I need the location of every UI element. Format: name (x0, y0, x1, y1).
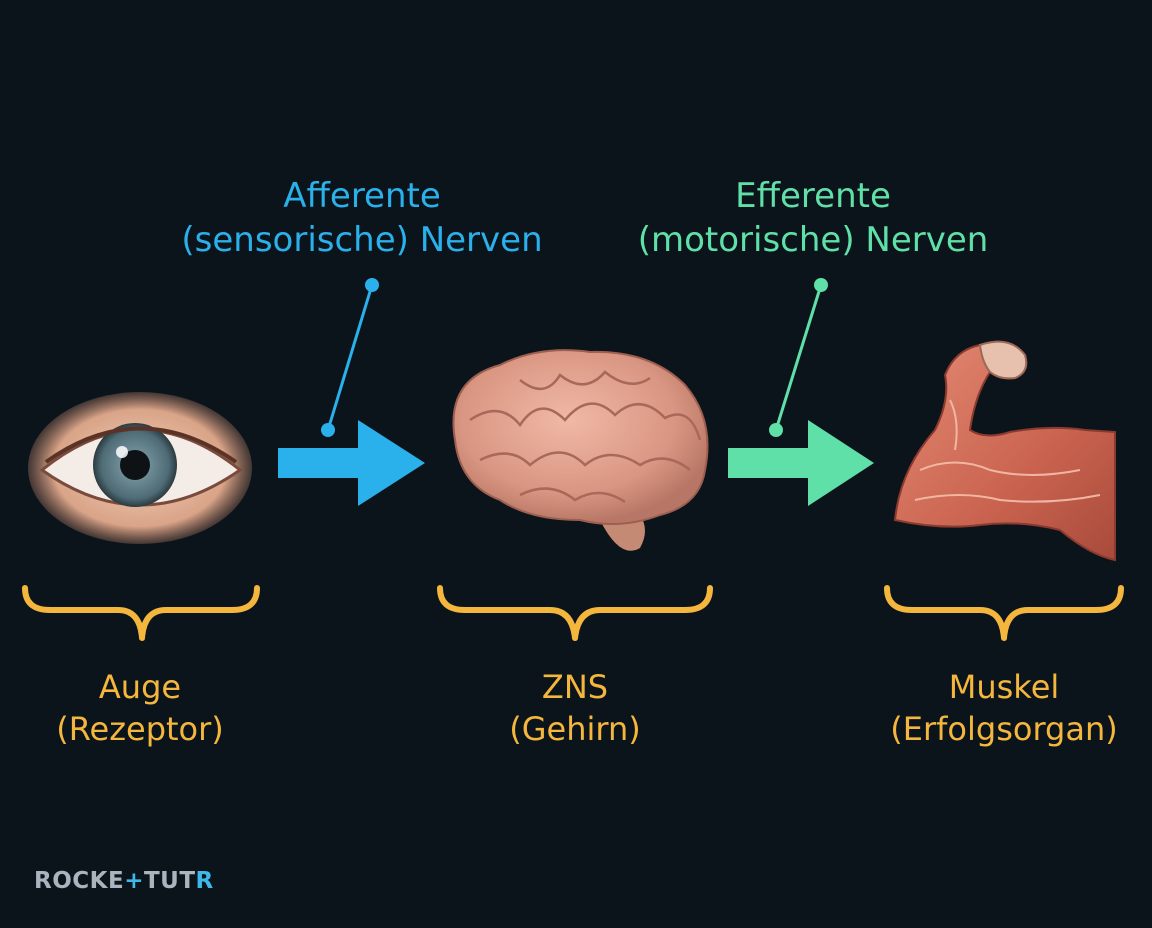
brand-logo: ROCKE+TUTR (34, 868, 214, 894)
flexed-arm-icon (893, 340, 1116, 562)
brace-muskel (884, 585, 1124, 641)
afferent-arrow (278, 420, 425, 506)
organ-label-muskel: Muskel (Erfolgsorgan) (890, 666, 1117, 750)
organ-name: Muskel (948, 668, 1060, 706)
efferent-label: Efferente (motorische) Nerven (638, 174, 989, 262)
afferent-pointer (321, 278, 379, 437)
logo-part-left: ROCKE (34, 868, 125, 894)
organ-role: (Rezeptor) (56, 710, 224, 748)
organ-name: ZNS (541, 668, 609, 706)
organ-label-zns: ZNS (Gehirn) (509, 666, 641, 750)
logo-plus: + (124, 868, 144, 894)
brace-zns (437, 585, 713, 641)
eye-icon (28, 392, 252, 544)
logo-part-right: TUT (143, 868, 196, 894)
efferent-arrow (728, 420, 874, 506)
afferent-label-line2: (sensorische) Nerven (181, 220, 543, 260)
afferent-label-line1: Afferente (283, 176, 441, 216)
efferent-label-line1: Efferente (735, 176, 891, 216)
afferent-label: Afferente (sensorische) Nerven (181, 174, 542, 262)
organ-role: (Erfolgsorgan) (890, 710, 1118, 748)
brace-auge (22, 585, 260, 641)
efferent-pointer (769, 278, 828, 437)
brain-icon (452, 349, 709, 551)
organ-label-auge: Auge (Rezeptor) (56, 666, 224, 750)
logo-end: R (195, 868, 214, 894)
efferent-label-line2: (motorische) Nerven (637, 220, 989, 260)
organ-role: (Gehirn) (509, 710, 641, 748)
organ-name: Auge (98, 668, 182, 706)
